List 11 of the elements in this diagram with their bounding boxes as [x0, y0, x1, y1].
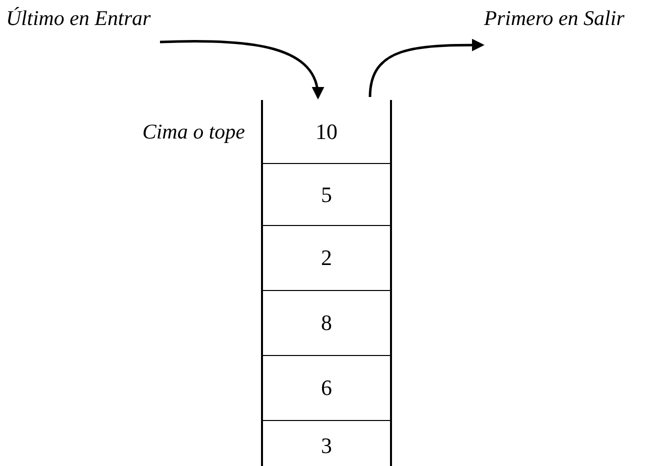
arrow: [160, 40, 324, 100]
cell-value: 2: [321, 245, 332, 271]
cell-value: 3: [321, 433, 332, 459]
annotation-text: Primero en Salir: [484, 6, 624, 31]
annotation-text: Último en Entrar: [6, 6, 151, 31]
cell-value: 6: [321, 375, 332, 401]
caption-text: Cima o tope: [142, 119, 245, 144]
arrow: [368, 38, 484, 98]
cell-value: 8: [321, 310, 332, 336]
cell-value: 5: [321, 182, 332, 208]
cell-value: 10: [316, 118, 338, 144]
